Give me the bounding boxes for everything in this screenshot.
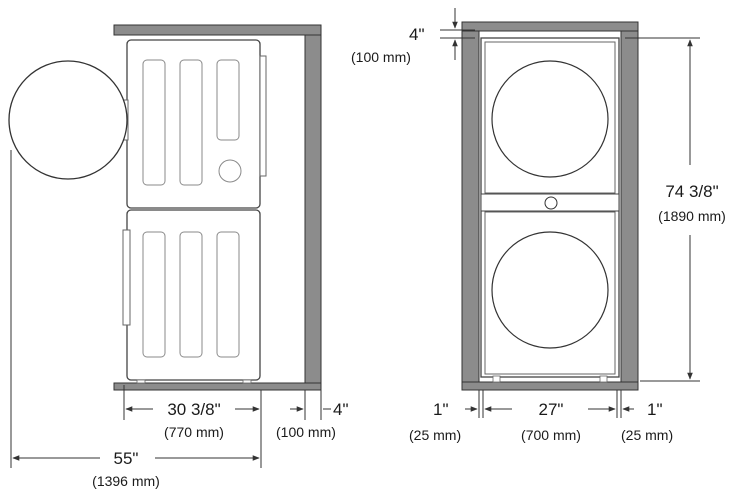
depth-metric: (770 mm) bbox=[164, 424, 224, 440]
top-clearance-metric: (100 mm) bbox=[351, 49, 411, 65]
side-lower-unit bbox=[122, 209, 261, 384]
side-top-shelf bbox=[113, 24, 322, 36]
back-clearance-metric: (100 mm) bbox=[276, 424, 336, 440]
front-top-shelf bbox=[461, 21, 639, 32]
back-clearance-label: 4" bbox=[333, 400, 349, 419]
width-label: 27" bbox=[538, 400, 564, 419]
door-open-depth-label: 55" bbox=[113, 449, 139, 468]
door-open-depth-metric: (1396 mm) bbox=[92, 473, 160, 489]
right-gap-label: 1" bbox=[647, 400, 663, 419]
washer-door-icon bbox=[491, 231, 609, 349]
door-swing-circle bbox=[8, 60, 128, 180]
side-floor bbox=[113, 382, 322, 391]
front-floor bbox=[461, 381, 639, 391]
stacking-knob-icon bbox=[544, 196, 558, 210]
side-view bbox=[8, 24, 331, 468]
front-right-wall bbox=[620, 29, 639, 383]
dryer-door-icon bbox=[491, 60, 609, 178]
left-gap-label: 1" bbox=[433, 400, 449, 419]
left-gap-metric: (25 mm) bbox=[409, 427, 462, 443]
top-clearance-label: 4" bbox=[409, 25, 425, 44]
front-left-wall bbox=[461, 29, 480, 383]
height-label: 74 3/8" bbox=[665, 182, 719, 201]
height-metric: (1890 mm) bbox=[658, 208, 726, 224]
right-gap-metric: (25 mm) bbox=[621, 427, 674, 443]
front-view bbox=[440, 8, 700, 418]
side-upper-unit bbox=[122, 39, 267, 209]
depth-label: 30 3/8" bbox=[167, 400, 221, 419]
knob-icon bbox=[218, 159, 242, 183]
side-back-wall bbox=[304, 34, 322, 384]
width-metric: (700 mm) bbox=[521, 427, 581, 443]
